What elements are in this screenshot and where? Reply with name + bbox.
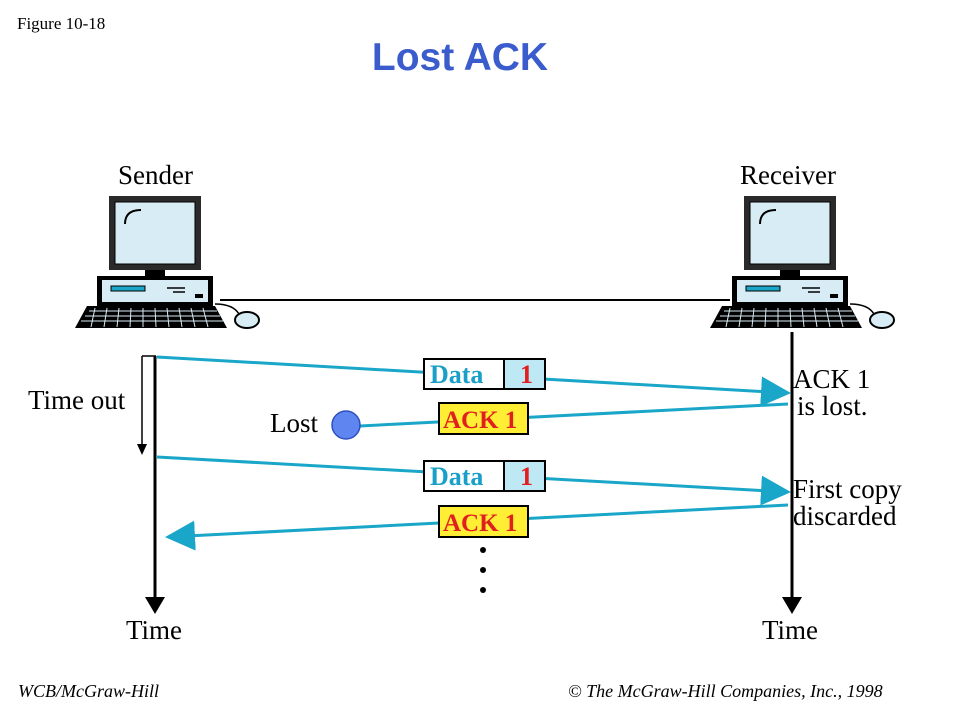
page-title: Lost ACK	[371, 36, 549, 79]
data-frame-1: Data 1	[423, 358, 546, 390]
ack-frame-2-label: ACK 1	[443, 510, 517, 537]
data-frame-2-number: 1	[520, 462, 533, 491]
timeout-label: Time out	[28, 385, 126, 415]
timeout-arrowhead	[137, 444, 147, 455]
sender-time-label: Time	[126, 615, 183, 645]
ack-lost-note-line-1: ACK 1	[793, 364, 871, 394]
discard-note: First copy discarded	[793, 476, 902, 530]
ack-frame-1-label: ACK 1	[443, 407, 517, 434]
sender-time-arrowhead	[145, 597, 165, 614]
receiver-label: Receiver	[740, 160, 836, 190]
lost-label: Lost	[270, 408, 319, 438]
receiver-time-arrowhead	[782, 597, 802, 614]
data-frame-1-number: 1	[520, 360, 533, 389]
figure-label: Figure 10-18	[17, 14, 106, 33]
ack-frame-1: ACK 1	[438, 402, 529, 435]
footer-copyright: © The McGraw-Hill Companies, Inc., 1998	[568, 681, 883, 701]
continuation-dots	[480, 547, 486, 593]
data-frame-1-label: Data	[430, 360, 483, 389]
lost-ack-line	[359, 402, 789, 428]
sender-label: Sender	[118, 160, 193, 190]
discard-note-line-2: discarded	[793, 501, 897, 531]
discard-note-line-1: First copy	[793, 474, 902, 504]
lost-dot-icon	[331, 410, 361, 440]
receiver-computer-icon	[709, 195, 895, 329]
data-frame-2-label: Data	[430, 462, 483, 491]
ack-lost-note: ACK 1 is lost.	[793, 366, 870, 420]
ack-lost-note-line-2: is lost.	[797, 391, 868, 421]
ack-frame-2: ACK 1	[438, 505, 529, 538]
footer-publisher: WCB/McGraw-Hill	[18, 681, 159, 701]
data-frame-2: Data 1	[423, 460, 546, 492]
receiver-time-label: Time	[762, 615, 819, 645]
sender-computer-icon	[74, 195, 260, 329]
